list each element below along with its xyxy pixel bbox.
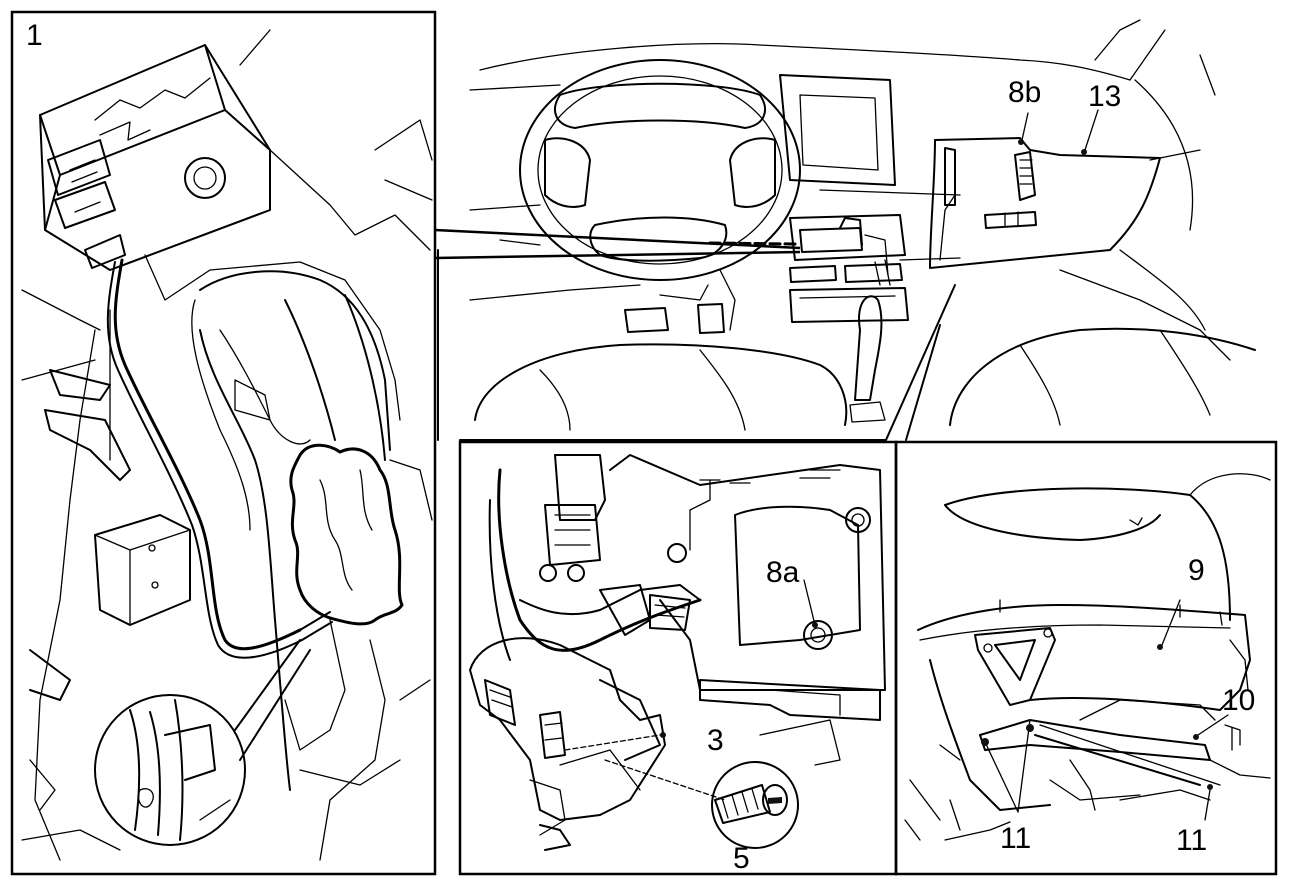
control-module bbox=[39, 44, 271, 271]
callout-8a: 8a bbox=[766, 556, 800, 589]
panel-right-frame bbox=[894, 440, 1278, 876]
panel-bottom-right-detail: 9 10 11 11 bbox=[894, 440, 1278, 876]
screw-icon bbox=[711, 761, 799, 849]
panel-top-cabin-overview: 8b 13 bbox=[434, 19, 1256, 441]
panel-middle-frame bbox=[458, 440, 898, 876]
callout-8b: 8b bbox=[1008, 76, 1041, 109]
radio-unit bbox=[799, 227, 863, 253]
bracket-block bbox=[94, 514, 191, 626]
module-bolt bbox=[184, 157, 226, 199]
panel-left-frame bbox=[10, 10, 437, 876]
callout-11-left: 11 bbox=[1000, 822, 1031, 855]
module-8b bbox=[1014, 151, 1036, 201]
panel-left-module-detail: 1 bbox=[10, 10, 437, 876]
steering-wheel-icon bbox=[519, 59, 801, 281]
callout-1: 1 bbox=[26, 19, 43, 52]
panel-bottom-middle-detail: 8a 3 5 bbox=[458, 440, 898, 876]
bolt-upper bbox=[845, 507, 871, 533]
callout-11-right: 11 bbox=[1176, 824, 1207, 857]
callout-3: 3 bbox=[707, 724, 724, 757]
bolt-8a bbox=[803, 620, 833, 650]
callout-9: 9 bbox=[1188, 554, 1205, 587]
inset-clip-detail bbox=[94, 639, 311, 846]
callout-13: 13 bbox=[1088, 80, 1121, 113]
callout-5: 5 bbox=[733, 842, 750, 875]
foam-insulation bbox=[289, 443, 404, 626]
dash-structure-left bbox=[21, 29, 433, 861]
callout-10: 10 bbox=[1222, 684, 1255, 717]
